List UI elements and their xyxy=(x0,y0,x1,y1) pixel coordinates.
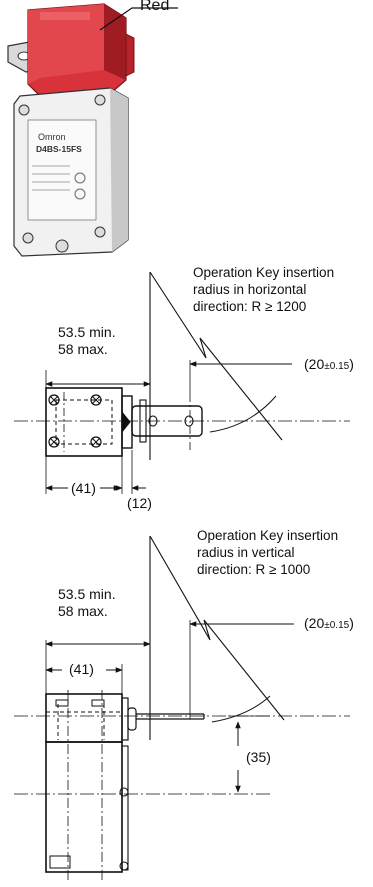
red-callout-label: Red xyxy=(140,0,170,14)
head-side xyxy=(125,33,135,77)
horizontal-note-line-2: radius in horizontal xyxy=(193,282,307,297)
vertical-dim-max: 58 max. xyxy=(58,603,108,619)
device-brand: Omron xyxy=(38,132,66,142)
vertical-note-line-1: Operation Key insertion xyxy=(197,528,339,543)
horizontal-dim-min: 53.5 min. xyxy=(58,324,116,340)
horizontal-dim-body: (41) xyxy=(71,480,96,496)
horizontal-dimensions xyxy=(45,361,292,491)
vertical-note-line-2: radius in vertical xyxy=(197,545,295,560)
vertical-dim-offset: (35) xyxy=(246,749,271,765)
switch-photo xyxy=(7,3,178,257)
horizontal-note-line-3: direction: R ≥ 1200 xyxy=(193,299,307,314)
vertical-dim-body: (41) xyxy=(69,661,94,677)
vertical-note-line-3: direction: R ≥ 1000 xyxy=(197,562,311,577)
vertical-dimensions xyxy=(45,621,294,793)
horizontal-dim-max: 58 max. xyxy=(58,341,108,357)
vertical-dim-key: (20±0.15) xyxy=(304,615,354,631)
horizontal-dim-key: (20±0.15) xyxy=(304,356,354,372)
vertical-view xyxy=(14,535,350,880)
horizontal-note-line-1: Operation Key insertion xyxy=(193,265,335,280)
horizontal-view xyxy=(14,271,350,494)
device-model: D4BS-15FS xyxy=(36,144,82,154)
vertical-dim-min: 53.5 min. xyxy=(58,586,116,602)
horizontal-dim-gap: (12) xyxy=(127,495,152,511)
